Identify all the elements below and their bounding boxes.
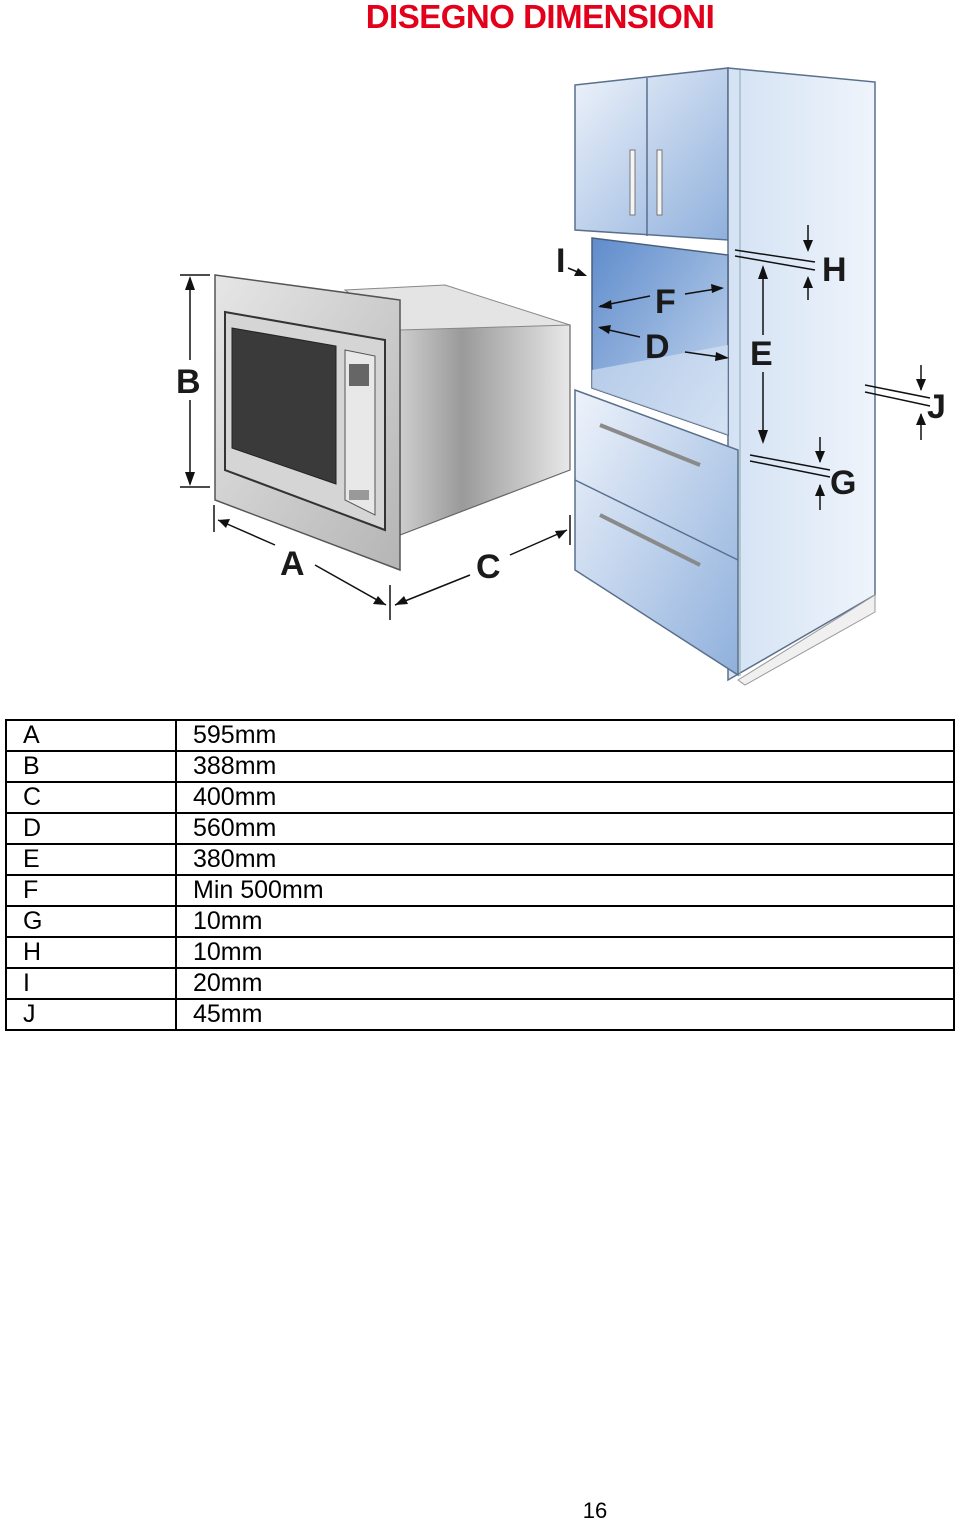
label-b: B (176, 363, 201, 401)
dimension-value: 400mm (175, 781, 955, 814)
arrowheads (185, 240, 926, 605)
oven-cabinet-illustration: B A C I F D E H G J (176, 67, 946, 686)
dimension-value: 595mm (175, 719, 955, 752)
dimension-value: 45mm (175, 998, 955, 1031)
dimension-code: G (5, 905, 177, 938)
dimension-code: H (5, 936, 177, 969)
dimension-value: 10mm (175, 936, 955, 969)
dimension-code: J (5, 998, 177, 1031)
dimension-value: 20mm (175, 967, 955, 1000)
built-in-oven (214, 274, 571, 572)
label-i: I (556, 242, 565, 280)
label-j: J (927, 388, 946, 426)
page-number: 16 (582, 1498, 608, 1523)
dimension-value: 380mm (175, 843, 955, 876)
label-h: H (822, 251, 847, 289)
dimension-value: 560mm (175, 812, 955, 845)
label-e: E (750, 335, 773, 373)
dimension-value: 10mm (175, 905, 955, 938)
label-c: C (476, 548, 501, 586)
label-d: D (645, 328, 670, 366)
dimension-code: E (5, 843, 177, 876)
dimension-code: D (5, 812, 177, 845)
dimension-value: Min 500mm (175, 874, 955, 907)
label-a: A (280, 545, 305, 583)
label-g: G (830, 464, 856, 502)
dimension-diagram: B A C I F D E H G J (170, 60, 960, 690)
cabinet (574, 67, 876, 686)
dimension-code: A (5, 719, 177, 752)
page-title: DISEGNO DIMENSIONI (365, 0, 715, 35)
label-f: F (655, 283, 676, 321)
dimension-value: 388mm (175, 750, 955, 783)
dimension-code: F (5, 874, 177, 907)
dimension-code: B (5, 750, 177, 783)
dimension-code: I (5, 967, 177, 1000)
dimension-code: C (5, 781, 177, 814)
